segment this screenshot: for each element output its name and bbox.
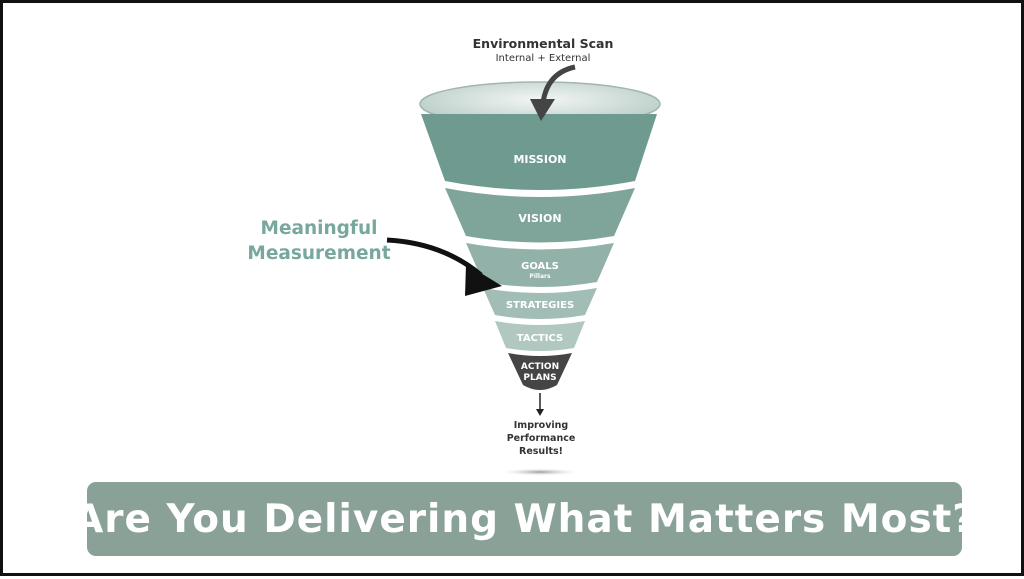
funnel-level-label: TACTICS xyxy=(517,333,563,344)
environmental-scan-subtitle: Internal + External xyxy=(495,53,591,64)
result-label: Improving Performance Results! xyxy=(481,419,601,458)
scan-arrowhead-icon xyxy=(530,99,555,121)
environmental-scan-title: Environmental Scan xyxy=(472,36,614,51)
funnel-level-goals: GOALS Pillars xyxy=(466,243,614,287)
meaningful-measurement-label: Meaningful Measurement xyxy=(239,216,399,266)
funnel-level-strategies: STRATEGIES xyxy=(483,288,597,319)
funnel-level-mission: MISSION xyxy=(421,114,657,190)
result-shadow xyxy=(498,468,582,476)
meaningful-measurement-line2: Measurement xyxy=(247,243,391,264)
funnel-level-label: ACTION xyxy=(521,362,559,372)
headline-text: Are You Delivering What Matters Most? xyxy=(73,496,976,542)
headline-banner: Are You Delivering What Matters Most? xyxy=(73,482,975,556)
result-line3: Results! xyxy=(519,446,563,457)
funnel-level-action-plans: ACTION PLANS xyxy=(508,353,572,390)
funnel-diagram: MISSION VISION GOALS Pillars STRATEGIES … xyxy=(386,64,661,476)
result-line1: Improving xyxy=(513,420,569,431)
meaningful-measurement-line1: Meaningful xyxy=(260,218,378,239)
result-line2: Performance xyxy=(506,433,576,444)
funnel-level-label: MISSION xyxy=(513,153,566,166)
funnel-level-sublabel: Pillars xyxy=(529,273,551,280)
funnel-level-sublabel: PLANS xyxy=(523,373,556,383)
funnel-level-label: GOALS xyxy=(521,261,559,272)
funnel-level-label: VISION xyxy=(518,212,561,225)
funnel-level-tactics: TACTICS xyxy=(495,321,585,351)
scan-arrow-icon xyxy=(540,64,576,104)
output-arrowhead-icon xyxy=(536,409,544,416)
measurement-arrowhead-icon xyxy=(465,264,502,296)
funnel-level-label: STRATEGIES xyxy=(506,300,574,311)
funnel-level-vision: VISION xyxy=(445,188,635,243)
